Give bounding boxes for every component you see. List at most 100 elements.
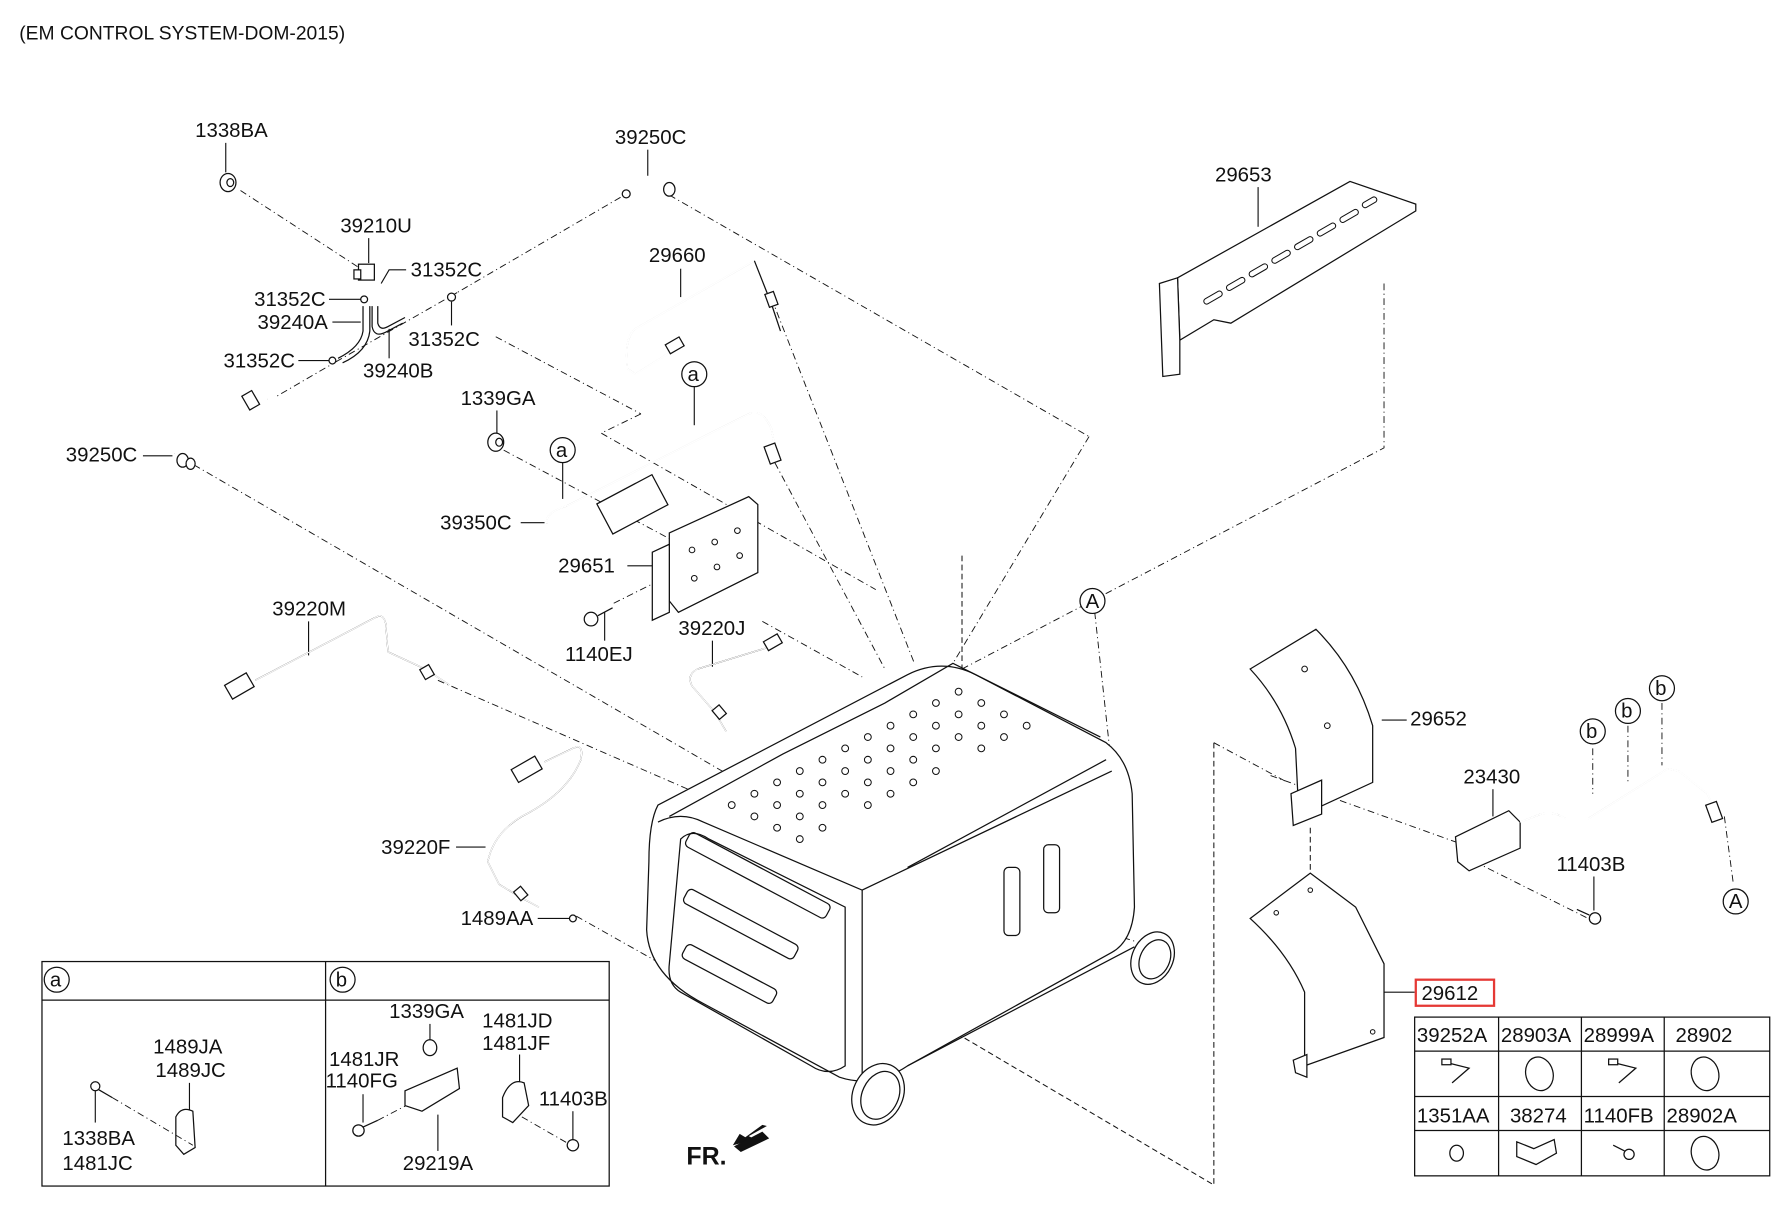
- part-39220F[interactable]: 39220F: [381, 746, 583, 908]
- bolt-icon: [90, 1081, 101, 1092]
- part-23430[interactable]: 23430: [1454, 767, 1724, 872]
- ref-marker-A-center: A: [1079, 587, 1106, 615]
- clamp-icon: [501, 1081, 530, 1124]
- svg-text:1489JA: 1489JA: [153, 1036, 223, 1058]
- part-29651[interactable]: 29651: [558, 495, 759, 622]
- part-39240B[interactable]: 39240B: [363, 306, 433, 383]
- part-39220M[interactable]: 39220M: [223, 599, 450, 700]
- svg-text:1481JR: 1481JR: [329, 1049, 399, 1071]
- connector-icon: [223, 672, 255, 700]
- svg-text:1489JC: 1489JC: [155, 1060, 225, 1082]
- callout-23430: 23430: [1463, 767, 1520, 789]
- dpf-catalyst-body[interactable]: [646, 662, 1183, 1133]
- callout-39240B: 39240B: [363, 361, 433, 383]
- lower-shield-icon: [1249, 872, 1385, 1067]
- part-1339GA[interactable]: 1339GA: [461, 388, 536, 452]
- part-31352C-left[interactable]: 31352C: [254, 289, 369, 311]
- callout-31352C-b: 31352C: [254, 289, 326, 311]
- ref-marker-a-2: a: [549, 437, 576, 499]
- callout-39240A: 39240A: [258, 312, 329, 334]
- ref-marker-A-right: A: [1722, 888, 1749, 915]
- clamp-icon: [568, 914, 577, 923]
- svg-text:FR.: FR.: [686, 1143, 726, 1171]
- part-1338BA[interactable]: 1338BA: [195, 120, 268, 193]
- parts-table-cell: 28999A: [1584, 1025, 1655, 1047]
- callout-29651: 29651: [558, 556, 615, 578]
- part-11403B[interactable]: 11403B: [1556, 854, 1625, 925]
- connector-icon: [762, 633, 784, 652]
- bolt-icon: [352, 1124, 365, 1137]
- arrow-icon: [732, 1124, 767, 1146]
- svg-text:1481JD: 1481JD: [482, 1010, 552, 1032]
- ref-marker-a-1: a: [681, 361, 708, 426]
- callout-39220F: 39220F: [381, 837, 450, 859]
- part-39350C[interactable]: 39350C: [440, 411, 782, 535]
- svg-text:1140FG: 1140FG: [326, 1070, 398, 1092]
- gasket-icon: [1690, 1135, 1720, 1171]
- heat-shield-icon: [1176, 180, 1417, 342]
- part-39240A[interactable]: 39240A: [258, 306, 371, 364]
- callout-29660: 29660: [649, 245, 706, 267]
- part-31352C-upper-right[interactable]: 31352C: [380, 260, 483, 284]
- gasket-icon: [1524, 1056, 1554, 1092]
- part-29660[interactable]: 29660: [625, 245, 782, 376]
- svg-text:b: b: [1655, 678, 1666, 700]
- part-29612[interactable]: 29612: [1249, 872, 1496, 1079]
- parts-table: 39252A 28903A 28999A 28902 1351AA 38274 …: [1414, 1016, 1771, 1177]
- part-39220J[interactable]: 39220J: [678, 618, 784, 732]
- part-29652[interactable]: 29652: [1249, 628, 1467, 827]
- part-31352C-mid[interactable]: 31352C: [408, 292, 480, 351]
- callout-31352C-a: 31352C: [411, 260, 483, 282]
- nut-icon: [1449, 1144, 1465, 1162]
- bracket-icon: [404, 1067, 461, 1112]
- svg-text:A: A: [1729, 891, 1743, 913]
- svg-text:1339GA: 1339GA: [389, 1001, 464, 1023]
- part-31352C-lower[interactable]: 31352C: [223, 350, 337, 372]
- part-39250C-top[interactable]: 39250C: [615, 127, 687, 199]
- callout-29653: 29653: [1215, 164, 1272, 186]
- svg-text:1481JC: 1481JC: [62, 1153, 132, 1175]
- bracket-icon: [668, 495, 759, 614]
- callout-39210U: 39210U: [340, 215, 412, 237]
- callout-39250C-left: 39250C: [66, 444, 138, 466]
- diagram-title: (EM CONTROL SYSTEM-DOM-2015): [19, 24, 345, 45]
- callout-29652: 29652: [1410, 709, 1467, 731]
- callout-1339GA: 1339GA: [461, 388, 536, 410]
- parts-table-cell: 28903A: [1501, 1025, 1572, 1047]
- callout-39350C: 39350C: [440, 513, 512, 535]
- sensor-module-icon: [596, 473, 669, 535]
- parts-table-cell: 39252A: [1417, 1025, 1488, 1047]
- nut-icon: [422, 1039, 438, 1057]
- bracket-shield-icon: [1249, 628, 1374, 818]
- svg-text:a: a: [556, 440, 568, 462]
- connector-icon: [664, 336, 685, 355]
- bolt-icon: [566, 1138, 580, 1152]
- part-29653[interactable]: 29653: [1158, 164, 1417, 378]
- part-39210U[interactable]: 39210U: [340, 215, 412, 281]
- ref-marker-b-2: b: [1614, 697, 1642, 725]
- parts-table-cell: 1140FB: [1584, 1106, 1654, 1128]
- clamp-icon: [175, 1108, 196, 1156]
- part-39250C-left[interactable]: 39250C: [66, 389, 269, 471]
- svg-text:a: a: [687, 364, 699, 386]
- parts-table-cell: 28902A: [1666, 1106, 1737, 1128]
- callout-1140EJ: 1140EJ: [565, 644, 633, 666]
- parts-table-cell: 38274: [1510, 1106, 1567, 1128]
- callout-1489AA: 1489AA: [461, 908, 534, 930]
- part-1140EJ[interactable]: 1140EJ: [565, 607, 633, 666]
- nut-icon: [219, 172, 237, 193]
- clamp-icon: [328, 356, 337, 365]
- differential-pressure-sensor-icon: [1454, 809, 1521, 872]
- detail-table: a b 1489JA 1489JC 1338BA 1481JC 1339GA 1…: [41, 960, 610, 1187]
- gasket-icon: [1690, 1056, 1720, 1092]
- part-1489AA[interactable]: 1489AA: [461, 908, 577, 930]
- hose-icon: [1441, 1058, 1471, 1084]
- bolt-icon: [583, 611, 599, 627]
- connector-icon: [510, 755, 543, 784]
- callout-1338BA: 1338BA: [195, 120, 268, 142]
- callout-29612: 29612: [1421, 983, 1478, 1005]
- selected-part-highlight: [1414, 978, 1496, 1007]
- outlet-pipe-icon: [1130, 931, 1176, 985]
- clamp-icon: [446, 292, 457, 302]
- ref-marker-b-1: b: [1579, 718, 1606, 745]
